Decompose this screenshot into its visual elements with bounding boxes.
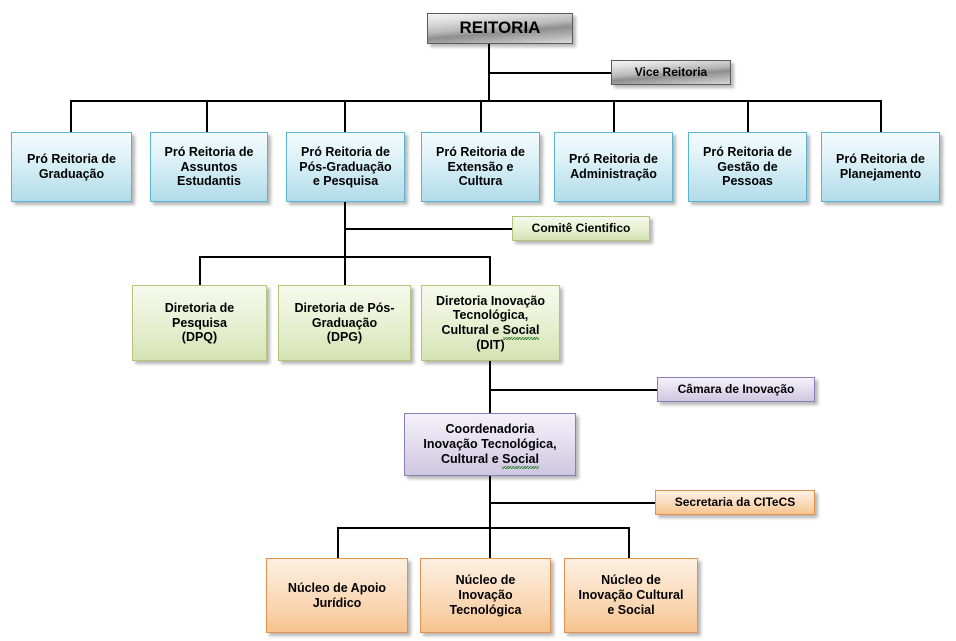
connector-pro-reitorias-bus bbox=[70, 100, 881, 102]
node-label: Pró Reitoria de Planejamento bbox=[836, 152, 925, 181]
misspelled-word: Social bbox=[502, 451, 539, 469]
node-label: Pró Reitoria de Graduação bbox=[27, 152, 116, 181]
node-reitoria[interactable]: REITORIA bbox=[427, 13, 573, 44]
connector-drop-pro-2 bbox=[206, 100, 208, 132]
connector-coordenadoria-stem bbox=[489, 476, 491, 557]
node-nucleo-inovacao-cultural-social[interactable]: Núcleo de Inovação Cultural e Social bbox=[564, 558, 698, 633]
node-label: Pró Reitoria de Pós-Graduação e Pesquisa bbox=[299, 144, 392, 189]
connector-drop-pro-6 bbox=[747, 100, 749, 132]
node-pro-reitoria-graduacao[interactable]: Pró Reitoria de Graduação bbox=[11, 132, 132, 202]
node-label: Pró Reitoria de Assuntos Estudantis bbox=[164, 144, 254, 189]
node-camara-inovacao[interactable]: Câmara de Inovação bbox=[657, 377, 815, 402]
node-label: Diretoria Inovação Tecnológica, Cultural… bbox=[435, 293, 546, 352]
connector-drop-diretoria-2 bbox=[344, 256, 346, 285]
node-nucleo-apoio-juridico[interactable]: Núcleo de Apoio Jurídico bbox=[266, 558, 408, 633]
node-camara-inovacao-label: Câmara de Inovação bbox=[677, 382, 795, 397]
node-pro-reitoria-gestao-pessoas[interactable]: Pró Reitoria de Gestão de Pessoas bbox=[688, 132, 807, 202]
node-label: Diretoria de Pesquisa (DPQ) bbox=[164, 300, 235, 345]
connector-nucleos-bus bbox=[337, 527, 629, 529]
connector-camara-inovacao bbox=[489, 389, 657, 391]
node-pro-reitoria-extensao-cultura[interactable]: Pró Reitoria de Extensão e Cultura bbox=[421, 132, 540, 202]
node-nucleo-inovacao-tecnologica[interactable]: Núcleo de Inovação Tecnológica bbox=[420, 558, 551, 633]
node-coordenadoria-inovacao[interactable]: Coordenadoria Inovação Tecnológica, Cult… bbox=[404, 413, 576, 476]
node-reitoria-label: REITORIA bbox=[459, 18, 541, 38]
node-pro-reitoria-assuntos-estudantis[interactable]: Pró Reitoria de Assuntos Estudantis bbox=[150, 132, 268, 202]
connector-drop-pro-7 bbox=[880, 100, 882, 132]
connector-drop-nucleo-2 bbox=[489, 527, 491, 558]
connector-drop-pro-3 bbox=[344, 100, 346, 132]
connector-drop-diretoria-1 bbox=[199, 256, 201, 285]
node-label: Núcleo de Apoio Jurídico bbox=[287, 580, 387, 610]
node-diretoria-pesquisa[interactable]: Diretoria de Pesquisa (DPQ) bbox=[132, 285, 267, 361]
node-diretoria-inovacao-tecnologica-cultural-social[interactable]: Diretoria Inovação Tecnológica, Cultural… bbox=[421, 285, 560, 361]
node-diretoria-pos-graduacao[interactable]: Diretoria de Pós- Graduação (DPG) bbox=[278, 285, 411, 361]
misspelled-word: Social bbox=[502, 323, 540, 340]
node-label: Núcleo de Inovação Cultural e Social bbox=[578, 573, 684, 617]
node-pro-reitoria-planejamento[interactable]: Pró Reitoria de Planejamento bbox=[821, 132, 940, 202]
node-label: Pró Reitoria de Administração bbox=[569, 152, 658, 181]
node-label: Coordenadoria Inovação Tecnológica, Cult… bbox=[423, 422, 557, 469]
node-comite-cientifico[interactable]: Comitê Cientifico bbox=[512, 216, 650, 241]
connector-drop-nucleo-3 bbox=[628, 527, 630, 558]
node-label: Diretoria de Pós- Graduação (DPG) bbox=[294, 300, 395, 345]
connector-drop-diretoria-3 bbox=[489, 256, 491, 285]
connector-vice-reitoria bbox=[488, 72, 611, 74]
node-label: Núcleo de Inovação Tecnológica bbox=[449, 573, 522, 617]
node-pro-reitoria-pos-graduacao-pesquisa[interactable]: Pró Reitoria de Pós-Graduação e Pesquisa bbox=[286, 132, 405, 202]
node-comite-cientifico-label: Comitê Cientifico bbox=[531, 221, 631, 236]
connector-comite-cientifico bbox=[344, 228, 512, 230]
connector-dit-stem bbox=[489, 361, 491, 413]
connector-secretaria-citecs bbox=[489, 502, 655, 504]
node-secretaria-citecs-label: Secretaria da CITeCS bbox=[674, 495, 796, 510]
node-pro-reitoria-administracao[interactable]: Pró Reitoria de Administração bbox=[554, 132, 673, 202]
node-vice-reitoria[interactable]: Vice Reitoria bbox=[611, 60, 731, 85]
connector-drop-pro-1 bbox=[70, 100, 72, 132]
node-secretaria-citecs[interactable]: Secretaria da CITeCS bbox=[655, 490, 815, 515]
connector-drop-pro-4 bbox=[480, 100, 482, 132]
node-label: Pró Reitoria de Gestão de Pessoas bbox=[703, 144, 792, 189]
connector-drop-pro-5 bbox=[613, 100, 615, 132]
node-label: Pró Reitoria de Extensão e Cultura bbox=[436, 144, 525, 189]
connector-ppg-stem bbox=[344, 202, 346, 285]
connector-drop-nucleo-1 bbox=[337, 527, 339, 558]
node-vice-reitoria-label: Vice Reitoria bbox=[634, 65, 708, 80]
